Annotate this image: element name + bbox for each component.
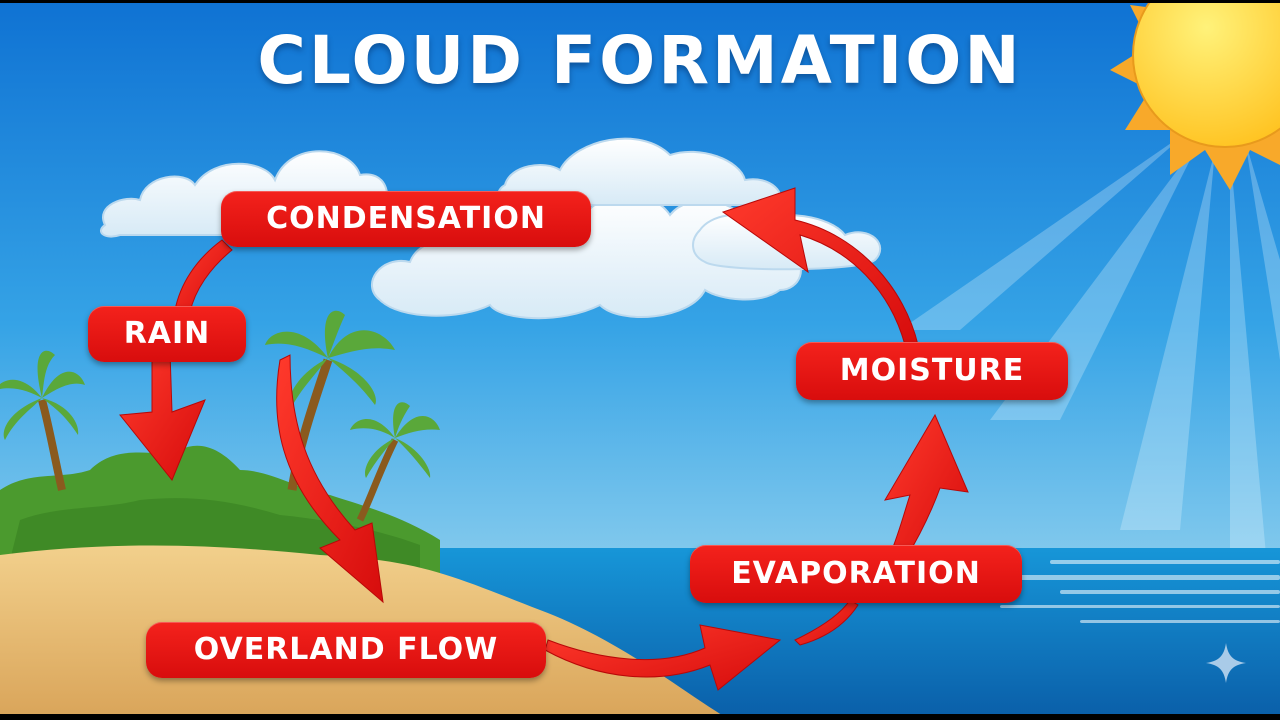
top-border bbox=[0, 0, 1280, 3]
arrow-rain-down bbox=[119, 351, 206, 481]
arrow-evaporation-to-moisture bbox=[884, 413, 969, 561]
sun-icon bbox=[1110, 0, 1280, 190]
palm-tree-icon bbox=[0, 350, 85, 491]
palm-tree-icon bbox=[350, 402, 440, 522]
label-text: OVERLAND FLOW bbox=[193, 632, 499, 667]
label-overland-flow: OVERLAND FLOW bbox=[146, 622, 546, 678]
label-condensation: CONDENSATION bbox=[221, 191, 591, 247]
arrow-evaporation-tail bbox=[794, 599, 859, 646]
label-text: RAIN bbox=[123, 316, 211, 351]
label-moisture: MOISTURE bbox=[796, 342, 1068, 400]
arrow-moisture-to-condensation bbox=[721, 187, 919, 346]
arrow-rain-to-overland-flow bbox=[276, 354, 384, 604]
label-text: EVAPORATION bbox=[731, 556, 981, 591]
label-text: MOISTURE bbox=[839, 353, 1025, 388]
bottom-border bbox=[0, 714, 1280, 720]
label-text: CONDENSATION bbox=[266, 201, 546, 236]
label-rain: RAIN bbox=[88, 306, 246, 362]
page-title: CLOUD FORMATION bbox=[257, 22, 1023, 99]
cycle-arrows bbox=[119, 187, 969, 691]
sparkle-icon bbox=[1206, 643, 1246, 683]
label-evaporation: EVAPORATION bbox=[690, 545, 1022, 603]
arrow-overland-flow-to-evaporation bbox=[544, 624, 782, 691]
sun-glare bbox=[1000, 560, 1280, 623]
